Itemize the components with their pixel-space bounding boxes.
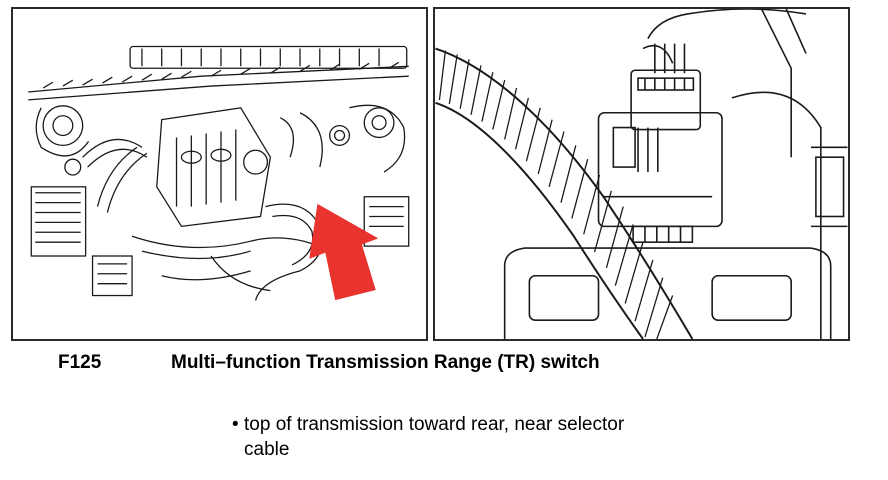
engine-bay-illustration — [11, 7, 428, 341]
connector-closeup-drawing — [435, 9, 848, 339]
bullet-icon: • — [232, 414, 239, 435]
location-note-line2: cable — [244, 439, 290, 460]
component-code: F125 — [58, 352, 102, 373]
figure-caption: F125 Multi–function Transmission Range (T… — [58, 352, 600, 374]
location-note-line1: top of transmission toward rear, near se… — [244, 414, 625, 435]
component-title: Multi–function Transmission Range (TR) s… — [171, 352, 600, 373]
red-arrow-icon — [309, 203, 379, 301]
engine-bay-drawing — [28, 45, 410, 301]
connector-closeup-illustration — [433, 7, 850, 341]
location-note: •top of transmission toward rear, near s… — [232, 412, 732, 462]
